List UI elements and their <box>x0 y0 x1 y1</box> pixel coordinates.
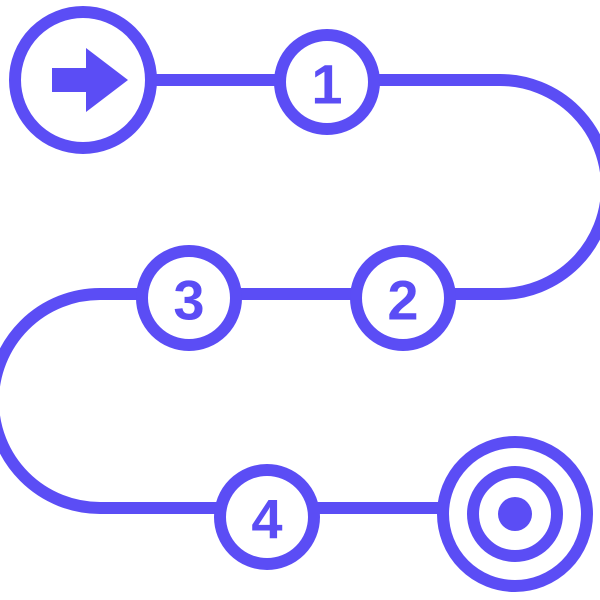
step-node-4: 4 <box>214 464 320 570</box>
step-label-1: 1 <box>311 53 342 116</box>
goal-node <box>437 436 593 592</box>
step-node-2: 2 <box>350 245 456 351</box>
arrow-right-icon <box>52 48 128 112</box>
roadmap-path <box>0 74 600 514</box>
step-node-3: 3 <box>136 245 242 351</box>
target-icon <box>467 466 563 562</box>
step-label-3: 3 <box>173 269 204 332</box>
step-label-2: 2 <box>387 269 418 332</box>
start-node <box>9 6 157 154</box>
step-label-4: 4 <box>251 488 282 551</box>
step-node-1: 1 <box>274 29 380 135</box>
